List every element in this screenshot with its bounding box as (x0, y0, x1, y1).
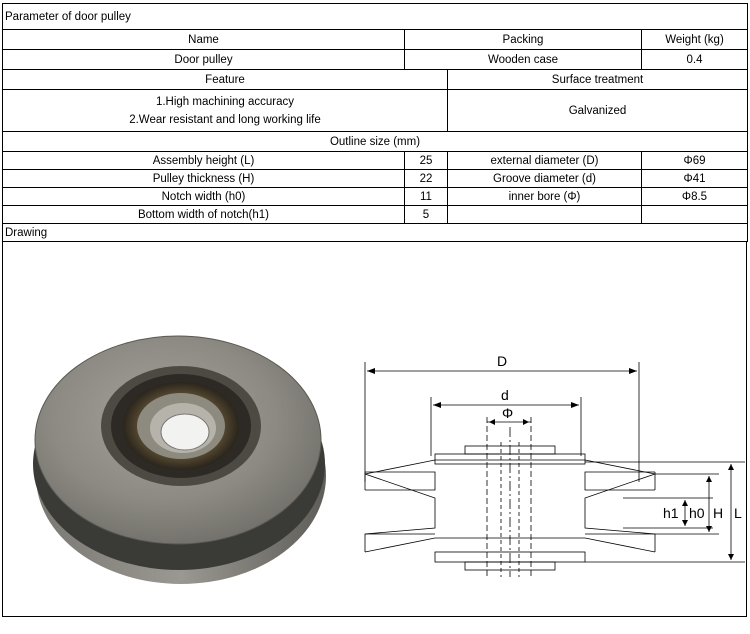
dimension-drawing: D d Φ h1 h0 H L (364, 353, 745, 577)
dim-label-H: H (713, 505, 723, 521)
sheet-title: Parameter of door pulley (2, 3, 748, 30)
outline-label: Groove diameter (d) (447, 169, 642, 188)
outline-value: 25 (404, 151, 448, 170)
outline-value: 5 (404, 205, 448, 224)
spec-table: Parameter of door pulley Name Packing We… (2, 3, 748, 242)
outline-value: Φ8.5 (641, 187, 748, 206)
table-row: Pulley thickness (H) 22 Groove diameter … (2, 169, 748, 188)
dim-label-D: D (497, 353, 507, 369)
pulley-photo (33, 335, 326, 584)
header-surface-treatment: Surface treatment (447, 69, 748, 90)
outline-value: Φ41 (641, 169, 748, 188)
table-row: Notch width (h0) 11 inner bore (Φ) Φ8.5 (2, 187, 748, 206)
drawing-header: Drawing (2, 223, 748, 242)
surface-treatment-value: Galvanized (447, 89, 748, 132)
header-weight: Weight (kg) (641, 29, 748, 50)
drawing-area: D d Φ h1 h0 H L (2, 242, 747, 617)
table-row: Assembly height (L) 25 external diameter… (2, 151, 748, 170)
outline-label (447, 205, 642, 224)
outline-label: external diameter (D) (447, 151, 642, 170)
table-row: Bottom width of notch(h1) 5 (2, 205, 748, 224)
outline-label: Pulley thickness (H) (2, 169, 405, 188)
value-packing: Wooden case (404, 49, 642, 70)
dim-label-L: L (734, 505, 742, 521)
outline-label: Notch width (h0) (2, 187, 405, 206)
value-weight: 0.4 (641, 49, 748, 70)
outline-value: Φ69 (641, 151, 748, 170)
dim-label-h0: h0 (689, 505, 705, 521)
outline-label: inner bore (Φ) (447, 187, 642, 206)
dim-label-h1: h1 (663, 505, 679, 521)
outline-label: Assembly height (L) (2, 151, 405, 170)
header-feature: Feature (2, 69, 448, 90)
header-name: Name (2, 29, 405, 50)
value-name: Door pulley (2, 49, 405, 70)
feature-item: 2.Wear resistant and long working life (129, 113, 321, 126)
outline-value: 22 (404, 169, 448, 188)
outline-label: Bottom width of notch(h1) (2, 205, 405, 224)
outline-size-header: Outline size (mm) (2, 131, 748, 152)
dim-label-d: d (501, 387, 509, 403)
pulley-spec-sheet: Parameter of door pulley Name Packing We… (2, 3, 748, 629)
outline-value: 11 (404, 187, 448, 206)
header-packing: Packing (404, 29, 642, 50)
dim-label-phi: Φ (502, 405, 513, 421)
outline-value (641, 205, 748, 224)
feature-item: 1.High machining accuracy (155, 95, 295, 108)
feature-list: 1.High machining accuracy 2.Wear resista… (2, 89, 448, 132)
